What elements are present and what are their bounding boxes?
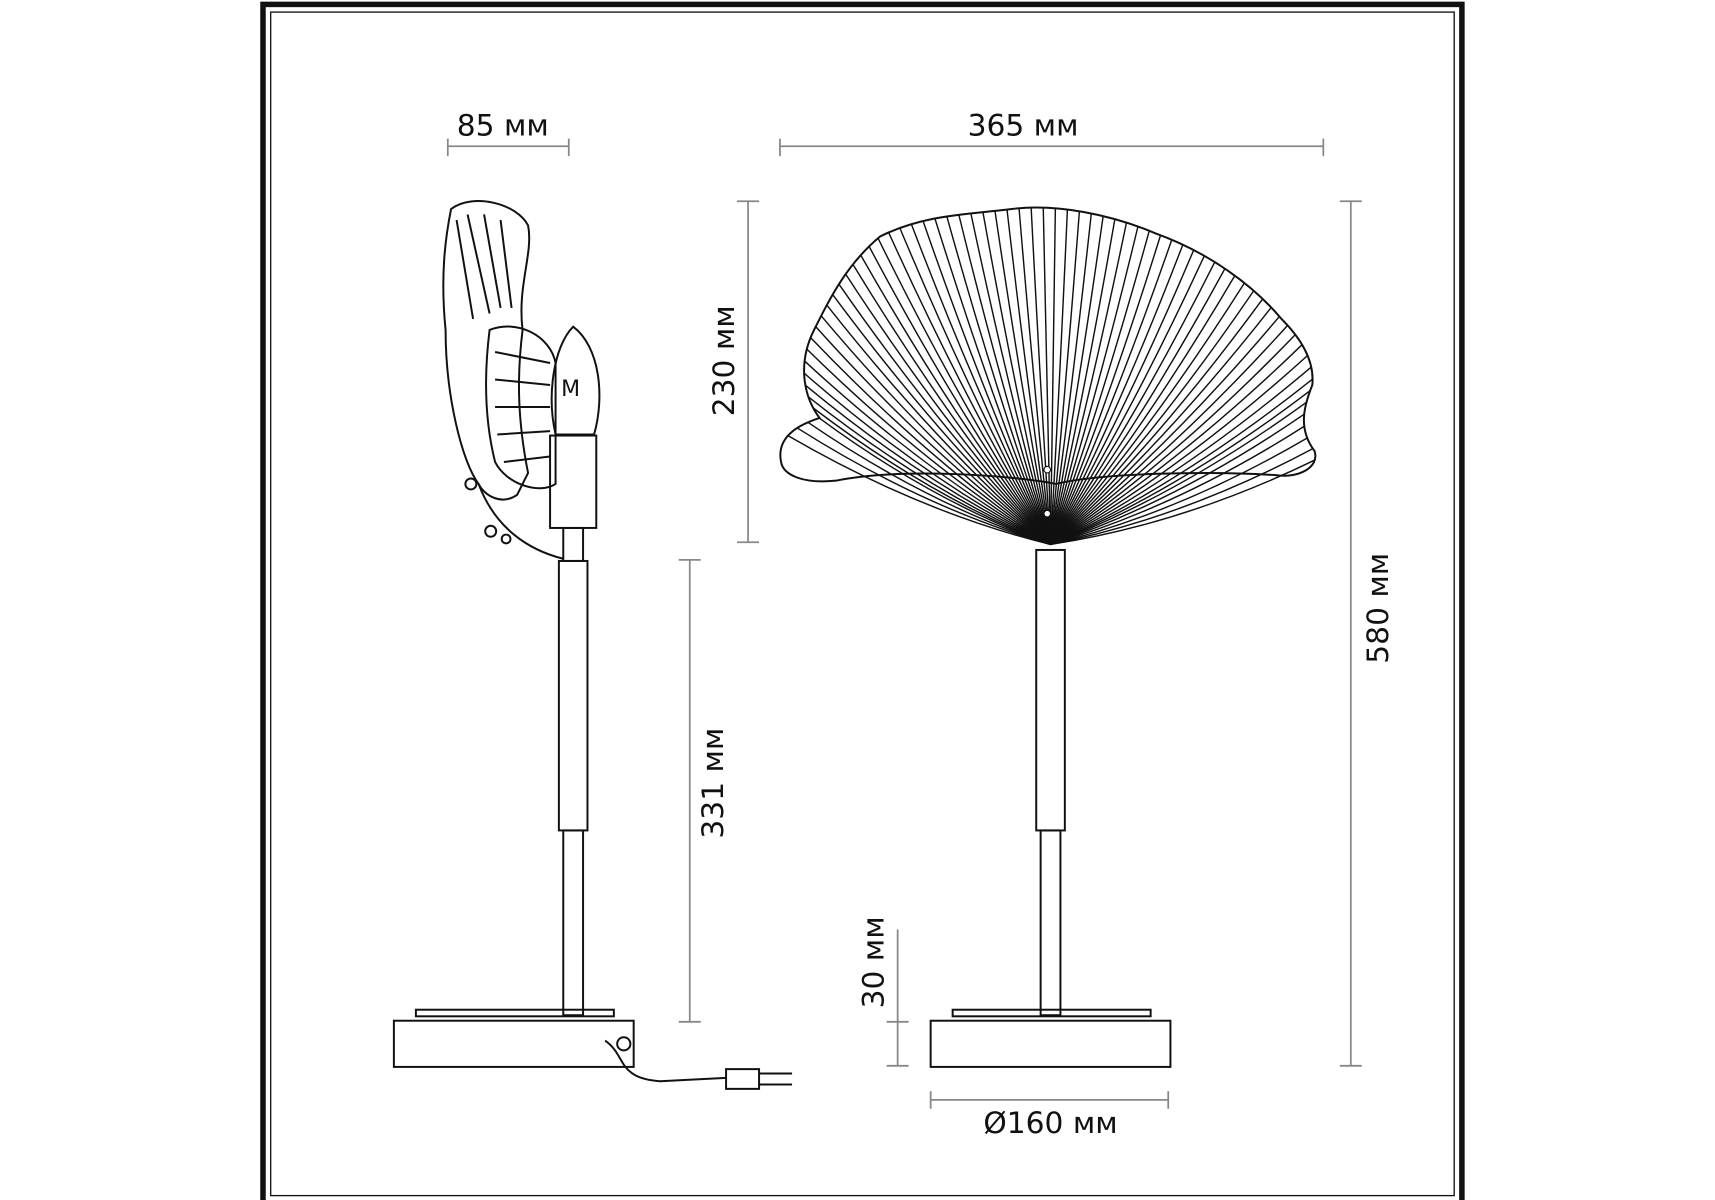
fan-rib <box>1049 235 1162 545</box>
dimension-side-width: 85 мм <box>457 108 549 143</box>
fan-rib <box>1049 222 1128 545</box>
fan-rib <box>1050 324 1289 546</box>
fan-rib <box>1006 209 1052 545</box>
dimension-stem-height: 331 мм <box>696 728 731 839</box>
fan-rib <box>994 210 1052 545</box>
fan-rib <box>970 213 1052 545</box>
fan-rib <box>868 246 1052 545</box>
dimension-base-height: 30 мм <box>856 916 891 1008</box>
fan-rib <box>1050 334 1296 546</box>
fan-rib <box>832 294 1052 545</box>
fan-rib <box>820 315 1051 546</box>
fan-rib <box>1050 437 1308 546</box>
fan-rib <box>1049 255 1205 545</box>
fan-rib <box>838 283 1052 545</box>
fan-rib <box>1049 216 1104 545</box>
fan-rib <box>899 227 1052 545</box>
dimension-total-height: 580 мм <box>1361 553 1396 664</box>
fan-rib <box>1049 249 1195 545</box>
fan-rib <box>1050 344 1303 546</box>
fan-rib <box>1018 208 1052 545</box>
fan-rib <box>877 237 1052 545</box>
fan-rib <box>1050 390 1311 546</box>
fan-rib <box>810 337 1051 546</box>
fan-rib <box>910 223 1052 545</box>
fan-rib <box>818 417 1051 546</box>
fan-rib <box>1049 261 1216 545</box>
front-view-lamp <box>779 206 1317 1068</box>
fan-rib <box>796 427 1051 546</box>
fan-rib <box>1049 226 1139 545</box>
fan-rib <box>845 273 1052 545</box>
fan-rib <box>922 220 1052 545</box>
fan-rib <box>1050 401 1307 546</box>
fan-rib <box>806 348 1051 546</box>
dimension-base-diameter: Ø160 мм <box>983 1106 1117 1141</box>
fan-rib <box>852 264 1052 545</box>
fan-rib <box>1049 275 1236 545</box>
fan-rib <box>812 407 1051 546</box>
fan-rib <box>1050 459 1316 546</box>
fan-rib <box>1049 211 1081 545</box>
dimension-lines <box>446 138 1362 1109</box>
fan-rib <box>1050 307 1272 545</box>
fan-rib <box>1050 282 1246 545</box>
dimension-shade-width: 365 мм <box>968 108 1079 143</box>
fan-ribs <box>787 207 1316 546</box>
fan-rib <box>787 435 1051 546</box>
fan-rib <box>1049 268 1226 545</box>
fan-rib <box>934 218 1052 545</box>
fan-rib <box>1050 448 1314 546</box>
fan-rib <box>1050 366 1312 546</box>
fan-rib <box>826 304 1052 545</box>
fan-rib <box>982 211 1052 545</box>
dimension-shade-height: 230 мм <box>707 305 742 416</box>
fan-rib <box>807 421 1051 546</box>
fan-rib <box>1050 425 1305 546</box>
fan-rib <box>1050 290 1255 545</box>
fan-rib <box>807 396 1051 546</box>
fan-rib <box>946 216 1052 545</box>
fan-rib <box>1049 239 1173 545</box>
fan-rib <box>1050 378 1314 546</box>
side-view-lamp: M <box>392 200 793 1090</box>
fan-rib <box>1042 207 1052 545</box>
bulb-marker: M <box>561 377 580 402</box>
fan-rib <box>1030 207 1052 545</box>
fan-rib <box>1049 209 1069 545</box>
fan-rib <box>1050 354 1309 546</box>
fan-rib <box>803 372 1051 546</box>
fan-rib <box>887 232 1052 545</box>
fan-rib <box>1049 244 1184 545</box>
fan-rib <box>815 326 1051 546</box>
fan-rib <box>1049 208 1057 545</box>
inner-frame <box>270 11 1455 1197</box>
fan-rib <box>1050 413 1305 546</box>
fan-rib <box>1050 298 1264 545</box>
fan-rib <box>958 214 1052 545</box>
fan-rib <box>860 254 1052 545</box>
outer-frame <box>260 1 1465 1200</box>
fan-rib <box>1049 219 1116 545</box>
fan-rib <box>804 360 1051 546</box>
fan-rib <box>1050 315 1280 546</box>
fan-rib <box>1049 230 1150 545</box>
fan-rib <box>804 384 1051 546</box>
fan-rib <box>1049 213 1093 545</box>
